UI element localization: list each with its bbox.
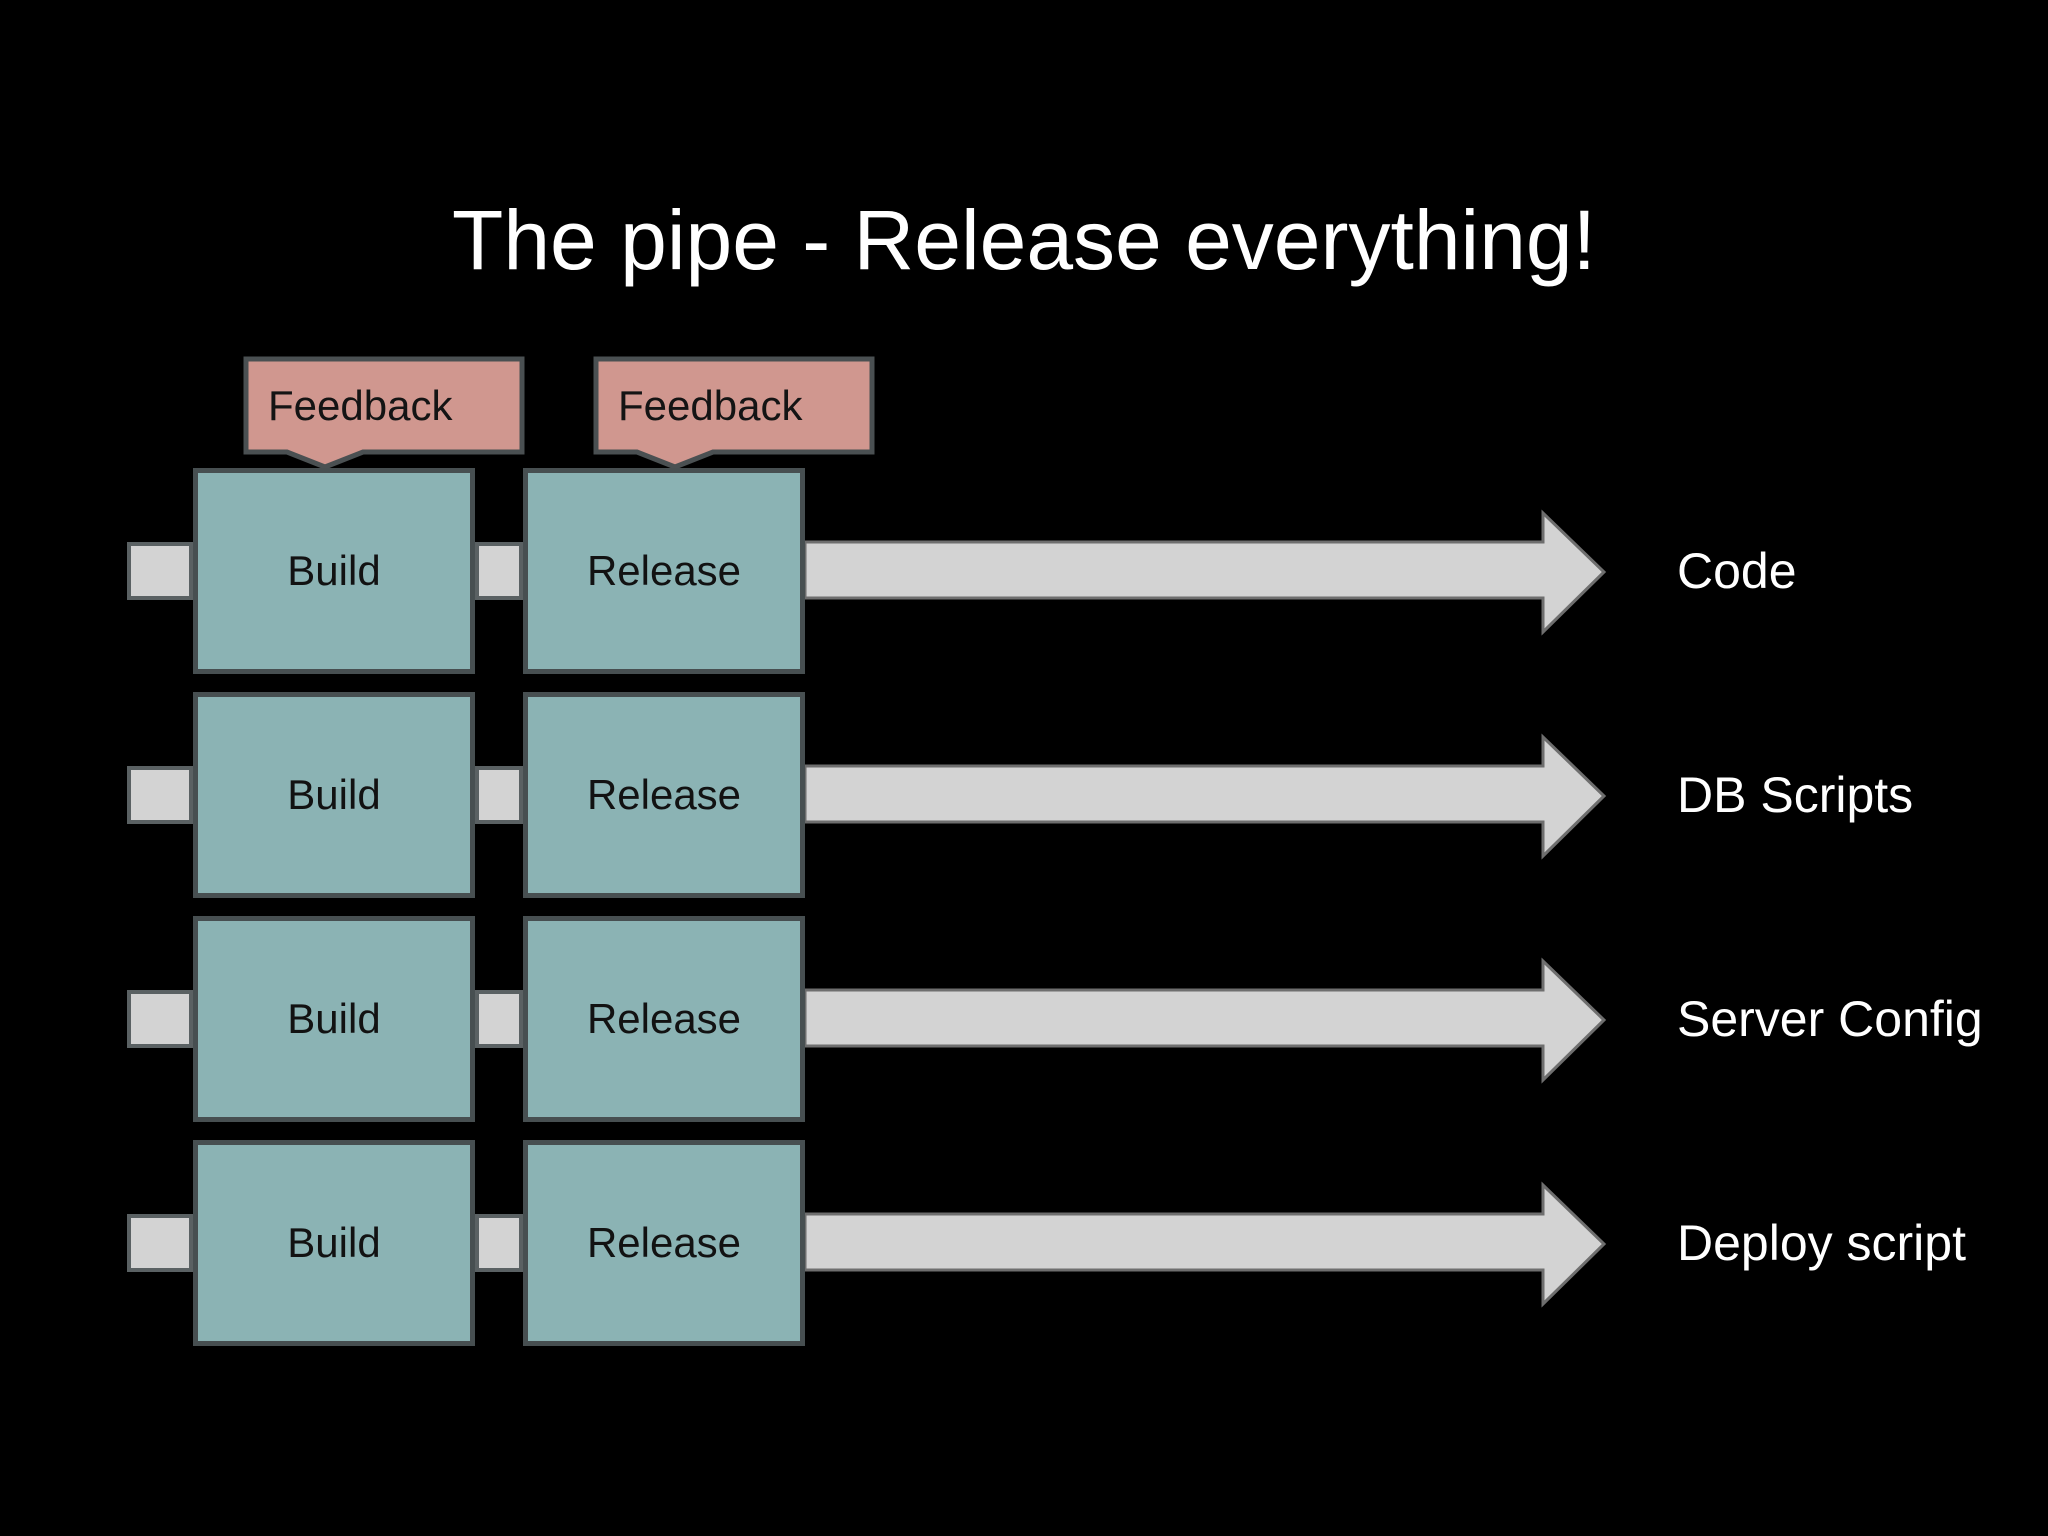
feedback-callout-release: Feedback — [593, 356, 875, 470]
build-label: Build — [287, 771, 381, 818]
release-label: Release — [586, 771, 742, 818]
flow-arrow-shape — [803, 1181, 1607, 1308]
flow-arrow-shape — [803, 509, 1607, 636]
callout-bubble-icon — [243, 356, 525, 470]
build-box: Build — [193, 916, 475, 1122]
build-box: Build — [193, 1140, 475, 1346]
build-label: Build — [287, 1219, 381, 1266]
pipeline-row-db-scripts: Build Release DB Scripts — [0, 692, 2048, 898]
flow-arrow — [803, 957, 1607, 1084]
input-connector — [127, 990, 193, 1048]
callout-label: Feedback — [268, 381, 453, 429]
input-connector — [127, 1214, 193, 1272]
build-label: Build — [287, 995, 381, 1042]
build-release-connector — [475, 542, 523, 600]
pipeline-row-code: Build Release Code — [0, 468, 2048, 674]
flow-arrow-shape — [803, 957, 1607, 1084]
flow-arrow — [803, 1181, 1607, 1308]
input-connector — [127, 542, 193, 600]
build-release-connector — [475, 990, 523, 1048]
flow-arrow — [803, 733, 1607, 860]
row-output-label: Code — [1677, 543, 1797, 599]
slide-title: The pipe - Release everything! — [452, 193, 1596, 287]
release-box: Release — [523, 692, 805, 898]
flow-arrow — [803, 509, 1607, 636]
build-release-connector — [475, 766, 523, 824]
callout-bubble-shape — [243, 356, 525, 470]
row-output-label: Server Config — [1677, 991, 1983, 1047]
flow-arrow-shape — [803, 733, 1607, 860]
release-label: Release — [586, 1219, 742, 1266]
pipeline-row-deploy-script: Build Release Deploy script — [0, 1140, 2048, 1346]
callout-label: Feedback — [618, 381, 803, 429]
release-box: Release — [523, 1140, 805, 1346]
row-output-label: DB Scripts — [1677, 767, 1914, 823]
feedback-callout-build: Feedback — [243, 356, 525, 470]
release-box: Release — [523, 468, 805, 674]
release-label: Release — [586, 547, 742, 594]
pipeline-row-server-config: Build Release Server Config — [0, 916, 2048, 1122]
callout-bubble-shape — [593, 356, 875, 470]
build-label: Build — [287, 547, 381, 594]
build-box: Build — [193, 468, 475, 674]
row-output-label: Deploy script — [1677, 1215, 1966, 1271]
input-connector — [127, 766, 193, 824]
build-release-connector — [475, 1214, 523, 1272]
release-label: Release — [586, 995, 742, 1042]
release-box: Release — [523, 916, 805, 1122]
callout-bubble-icon — [593, 356, 875, 470]
build-box: Build — [193, 692, 475, 898]
